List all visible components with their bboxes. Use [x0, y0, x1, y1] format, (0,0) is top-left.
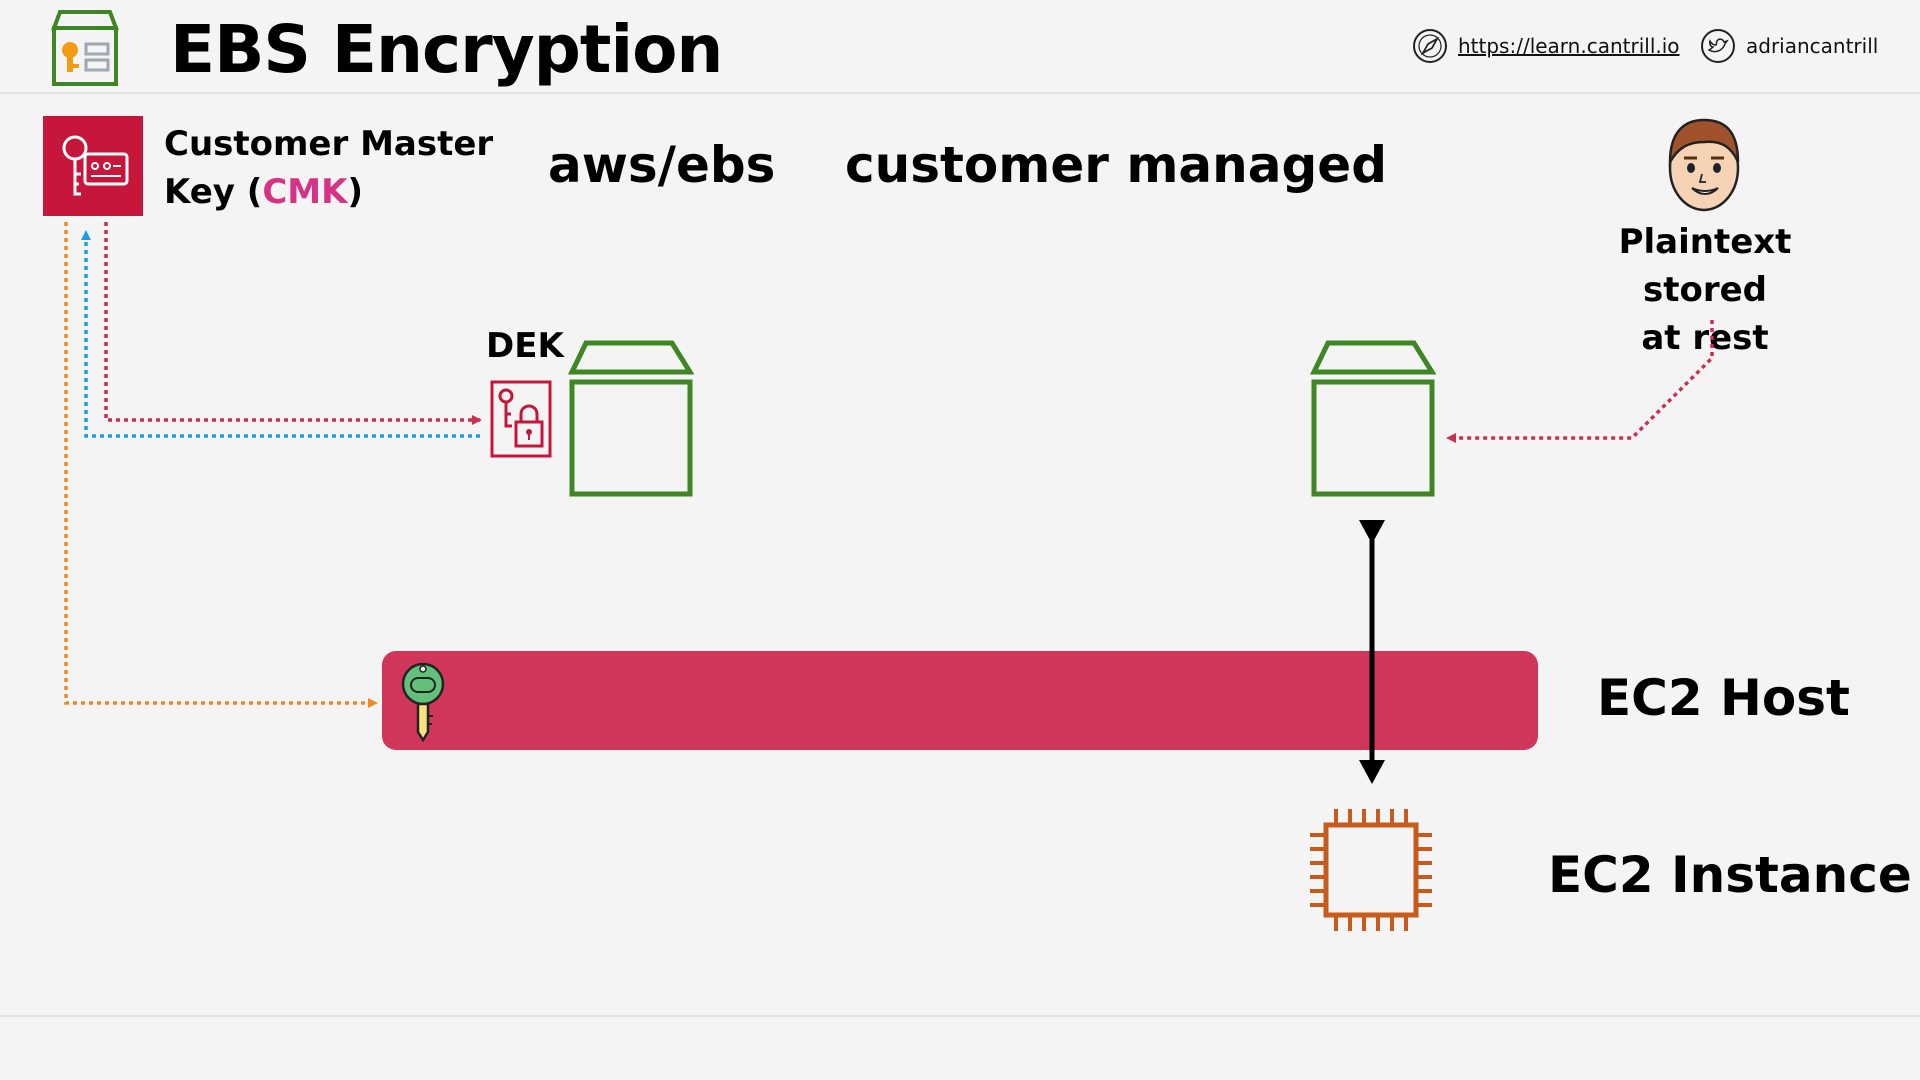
ec2-instance-label: EC2 Instance — [1548, 846, 1912, 904]
cmk-label: Customer Master Key (CMK) — [164, 120, 493, 216]
user-avatar-icon — [1664, 116, 1744, 216]
plaintext-label: Plaintext stored at rest — [1555, 218, 1855, 362]
cmk-label-line1: Customer Master — [164, 124, 494, 164]
ebs-logo-icon — [50, 8, 120, 88]
page-title: EBS Encryption — [170, 11, 723, 88]
kms-key-icon — [43, 116, 143, 216]
customer-managed-key-label: customer managed — [845, 136, 1387, 194]
aws-ebs-key-label: aws/ebs — [548, 136, 776, 194]
plaintext-line1: Plaintext stored — [1618, 222, 1792, 310]
header-divider — [0, 92, 1920, 94]
cmk-to-dek-arrow — [104, 222, 482, 425]
dek-encrypted-key-icon — [490, 380, 552, 458]
cmk-abbrev: CMK — [262, 172, 348, 212]
plaintext-line2: at rest — [1641, 318, 1769, 358]
footer-divider — [0, 1015, 1920, 1017]
plaintext-to-volume-arrow — [1446, 320, 1714, 443]
cmk-label-line2: Key (CMK) — [164, 172, 364, 212]
cmk-to-host-arrow — [64, 222, 378, 708]
ec2-host-label: EC2 Host — [1597, 669, 1850, 727]
compass-icon — [1412, 28, 1448, 64]
ebs-volume-icon — [568, 340, 695, 498]
course-link[interactable]: https://learn.cantrill.io — [1458, 34, 1680, 58]
dek-to-cmk-arrow — [81, 230, 480, 438]
twitter-handle[interactable]: adriancantrill — [1746, 34, 1879, 58]
ec2-instance-icon — [1306, 805, 1436, 935]
dek-label: DEK — [486, 326, 564, 366]
host-key-icon — [400, 660, 446, 744]
ebs-volume-icon — [1310, 340, 1437, 498]
ec2-host-bar — [382, 651, 1538, 750]
twitter-icon — [1700, 28, 1736, 64]
